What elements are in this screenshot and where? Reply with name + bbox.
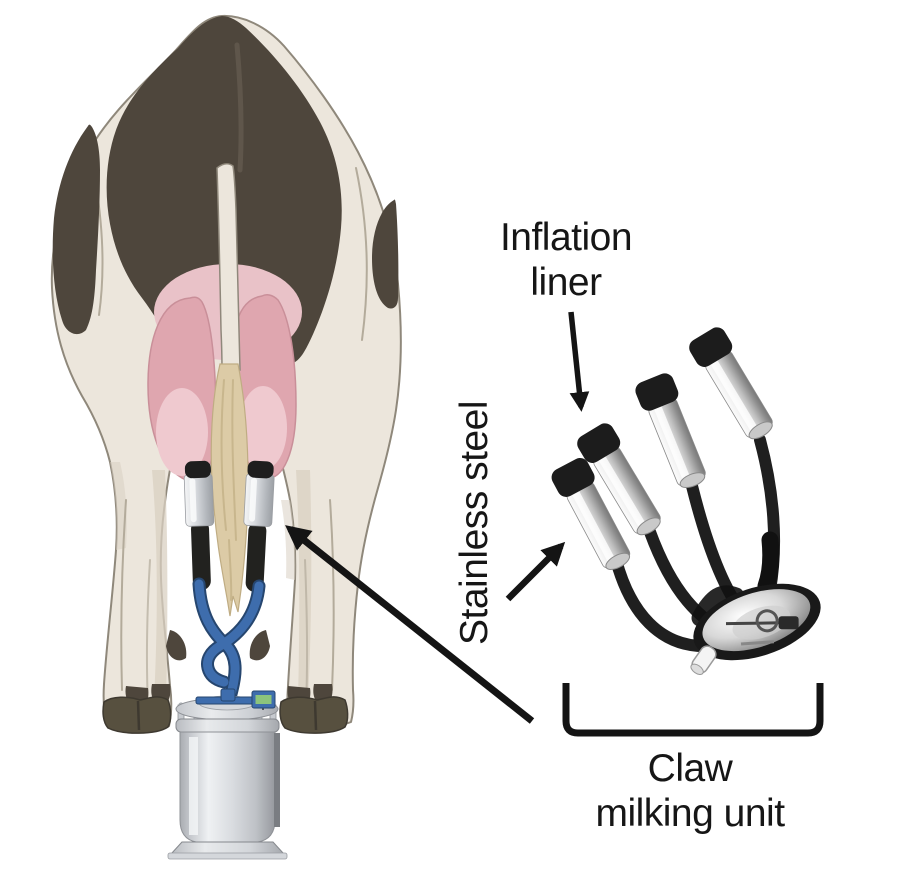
tail-base xyxy=(216,163,241,371)
teat-cup-left xyxy=(183,460,215,590)
claw-collector xyxy=(693,583,821,661)
inflation-liner-label-line2: liner xyxy=(530,261,602,304)
hoof-left xyxy=(102,696,172,734)
udder-highlight-left xyxy=(156,388,208,476)
claw-unit-label-line2: milking unit xyxy=(595,792,785,835)
teat-cup-pointer-arrow xyxy=(285,525,535,724)
stainless-steel-label: Stainless steel xyxy=(453,401,496,645)
udder xyxy=(147,264,302,482)
annotations: Inflation liner Stainless steel Claw mil… xyxy=(285,216,824,835)
labels: Inflation liner Stainless steel Claw mil… xyxy=(453,216,786,835)
patch-right-edge xyxy=(372,199,399,309)
milk-can-base xyxy=(167,841,288,860)
spine-highlight xyxy=(234,42,244,173)
unit-teat-cup-3 xyxy=(635,373,706,489)
milk-can-gauge xyxy=(251,690,276,710)
claw-milking-unit-photo xyxy=(551,327,821,675)
milk-can xyxy=(167,688,288,860)
hoof-right xyxy=(279,696,349,734)
claw-unit-label-line1: Claw xyxy=(648,747,734,790)
tail-switch xyxy=(210,363,249,617)
udder-highlight-right xyxy=(239,386,287,470)
stainless-steel-arrow xyxy=(505,541,566,602)
inflation-liner-label-line1: Inflation xyxy=(500,216,632,259)
milk-can-rim xyxy=(175,718,280,733)
inflation-liner-arrow xyxy=(568,311,590,412)
unit-teat-cup-2 xyxy=(577,423,661,536)
tail-strands xyxy=(220,379,237,601)
cup1-tube xyxy=(610,554,714,653)
teat-cup-right xyxy=(243,460,275,592)
patch-left-edge xyxy=(52,124,100,335)
cow-illustration xyxy=(50,14,402,860)
claw-outlet xyxy=(690,645,717,675)
unit-teat-cup-4 xyxy=(689,327,773,440)
unit-teat-cup-1 xyxy=(551,458,631,570)
claw-unit-bracket xyxy=(562,683,824,737)
hooves xyxy=(102,696,349,734)
